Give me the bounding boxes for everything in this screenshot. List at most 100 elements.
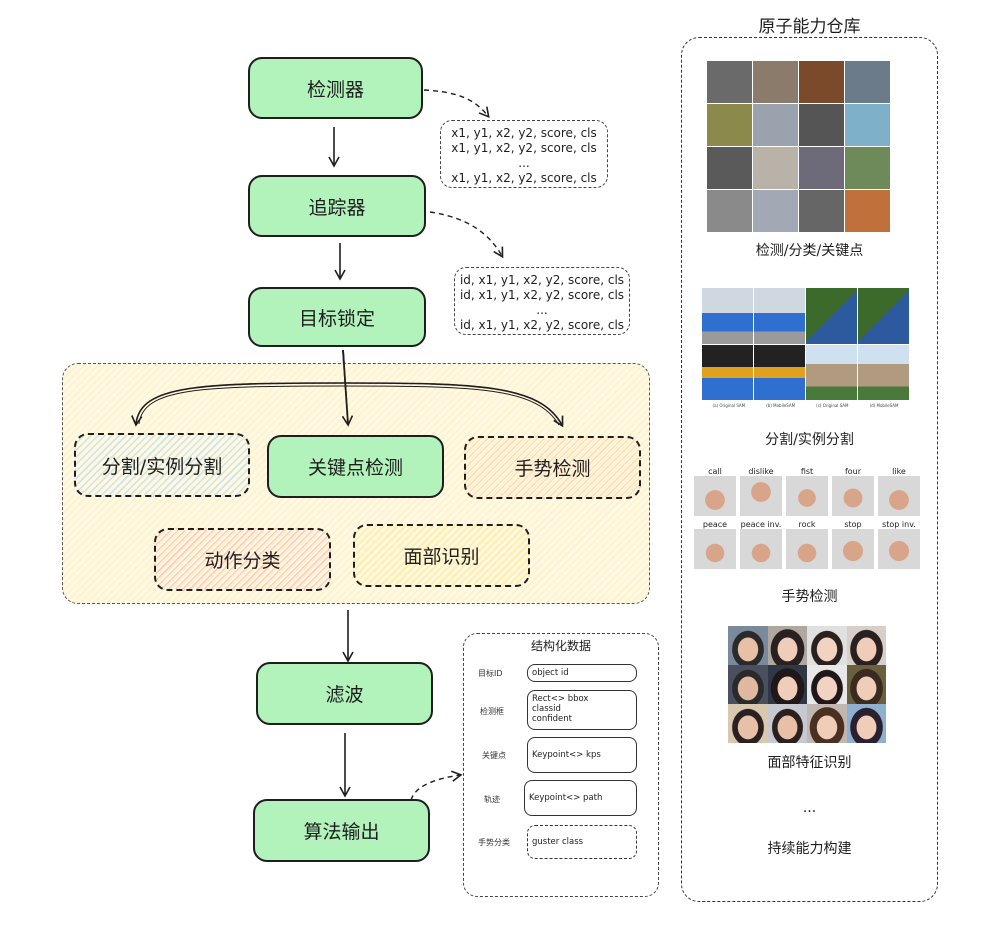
field-value: confident bbox=[532, 714, 572, 724]
segmentation-image bbox=[806, 288, 857, 344]
face-image bbox=[767, 665, 807, 704]
collage-image bbox=[799, 190, 844, 232]
field-gesture-class: guster class bbox=[527, 825, 637, 859]
gesture-image bbox=[740, 476, 782, 516]
face-image bbox=[807, 665, 847, 704]
collage-image bbox=[845, 147, 890, 189]
field-keypoints: Keypoint<> kps bbox=[527, 737, 637, 773]
gesture-module[interactable]: 手势检测 bbox=[464, 436, 641, 499]
gesture-grid: call dislike fist four like peace peace … bbox=[694, 467, 920, 569]
gesture-label: 手势检测 bbox=[514, 458, 591, 480]
segmentation-label: 分割/实例分割 bbox=[101, 455, 223, 478]
caption-gesture: 手势检测 bbox=[781, 589, 838, 605]
gesture-image bbox=[878, 476, 920, 516]
field-value: Rect<> bbox bbox=[532, 694, 589, 704]
face-label: 面部识别 bbox=[403, 546, 480, 568]
tracker-output-box: id, x1, y1, x2, y2, score, cls id, x1, y… bbox=[454, 267, 630, 335]
action-module[interactable]: 动作分类 bbox=[154, 528, 331, 591]
target-lock-node[interactable]: 目标锁定 bbox=[248, 287, 426, 347]
gesture-label: four bbox=[844, 467, 862, 476]
detector-output-line: x1, y1, x2, y2, score, cls bbox=[451, 141, 597, 155]
collage-image bbox=[845, 190, 890, 232]
output-label: 算法输出 bbox=[303, 821, 380, 843]
gesture-image bbox=[878, 529, 920, 569]
face-image bbox=[846, 665, 886, 704]
collage-image bbox=[753, 104, 798, 146]
collage-image bbox=[753, 147, 798, 189]
collage-image bbox=[753, 61, 798, 103]
gesture-label: dislike bbox=[748, 467, 774, 476]
segmentation-module[interactable]: 分割/实例分割 bbox=[74, 433, 250, 497]
segmentation-image bbox=[754, 288, 805, 344]
detection-collage bbox=[707, 61, 890, 232]
detector-node[interactable]: 检测器 bbox=[248, 57, 423, 119]
field-label-keypoints: 关键点 bbox=[482, 751, 506, 760]
gesture-label: peace inv. bbox=[740, 520, 782, 529]
tracker-node[interactable]: 追踪器 bbox=[248, 175, 426, 237]
collage-image bbox=[799, 61, 844, 103]
field-bbox: Rect<> bbox classid confident bbox=[527, 690, 637, 730]
filter-label: 滤波 bbox=[325, 684, 364, 706]
collage-image bbox=[707, 190, 752, 232]
segmentation-sublabel: (d) MobileSAM bbox=[869, 403, 899, 408]
dashed-arrow-detector-output bbox=[423, 89, 490, 119]
gesture-label: fist bbox=[800, 467, 814, 476]
collage-image bbox=[707, 61, 752, 103]
segmentation-sublabel: (b) MobileSAM bbox=[766, 403, 796, 408]
keypoint-label: 关键点检测 bbox=[307, 457, 403, 479]
field-value: classid bbox=[532, 704, 561, 714]
face-module[interactable]: 面部识别 bbox=[353, 524, 530, 587]
detector-label: 检测器 bbox=[306, 78, 364, 101]
face-image bbox=[728, 626, 768, 665]
gesture-image bbox=[786, 529, 828, 569]
field-label-gesture-class: 手势分类 bbox=[478, 838, 510, 847]
field-label-bbox: 检测框 bbox=[480, 707, 504, 716]
detector-output-line: x1, y1, x2, y2, score, cls bbox=[451, 126, 597, 140]
keypoint-module[interactable]: 关键点检测 bbox=[267, 435, 444, 498]
segmentation-image bbox=[806, 344, 857, 400]
gesture-image bbox=[786, 476, 828, 516]
filter-node[interactable]: 滤波 bbox=[256, 662, 433, 725]
collage-image bbox=[799, 104, 844, 146]
face-image bbox=[767, 704, 807, 743]
collage-image bbox=[753, 190, 798, 232]
gesture-label: call bbox=[708, 467, 722, 476]
gesture-image bbox=[694, 476, 736, 516]
face-image bbox=[728, 665, 768, 704]
detector-output-line: ... bbox=[518, 156, 530, 170]
detector-output-box: x1, y1, x2, y2, score, cls x1, y1, x2, y… bbox=[440, 120, 608, 188]
field-value: Keypoint<> kps bbox=[532, 750, 601, 760]
face-grid bbox=[728, 626, 886, 743]
face-image bbox=[846, 704, 886, 743]
output-node[interactable]: 算法输出 bbox=[253, 799, 430, 862]
gesture-image bbox=[740, 529, 782, 569]
caption-face: 面部特征识别 bbox=[767, 755, 852, 771]
field-target-id: object id bbox=[527, 664, 637, 682]
capability-repo-title: 原子能力仓库 bbox=[758, 17, 861, 37]
segmentation-image bbox=[858, 288, 909, 344]
gesture-label: rock bbox=[798, 520, 816, 529]
tracker-output-line: ... bbox=[536, 303, 548, 317]
face-image bbox=[767, 626, 807, 665]
caption-continuous: 持续能力构建 bbox=[767, 841, 852, 857]
segmentation-sublabel: (c) Original SAM bbox=[816, 403, 849, 408]
tracker-output-line: id, x1, y1, x2, y2, score, cls bbox=[459, 273, 625, 287]
ellipsis: ... bbox=[802, 800, 817, 816]
segmentation-image bbox=[702, 288, 753, 344]
segmentation-image bbox=[754, 344, 805, 400]
face-image bbox=[846, 626, 886, 665]
dashed-arrow-tracker-output bbox=[429, 211, 504, 259]
gesture-label: peace bbox=[702, 520, 728, 529]
segmentation-sublabels: (a) Original SAM (b) MobileSAM (c) Origi… bbox=[702, 403, 909, 408]
tracker-output-line: id, x1, y1, x2, y2, score, cls bbox=[459, 318, 625, 332]
structured-data-title: 结构化数据 bbox=[530, 639, 591, 653]
field-label-target-id: 目标ID bbox=[478, 669, 503, 678]
structured-data-panel: 结构化数据 目标ID object id 检测框 Rect<> bbox cla… bbox=[463, 633, 659, 897]
field-value: object id bbox=[532, 668, 569, 678]
target-lock-label: 目标锁定 bbox=[298, 307, 375, 330]
field-trajectory: Keypoint<> path bbox=[524, 780, 637, 816]
segmentation-sublabel: (a) Original SAM bbox=[712, 403, 746, 408]
tracker-output-line: id, x1, y1, x2, y2, score, cls bbox=[459, 288, 625, 302]
field-value: guster class bbox=[532, 837, 584, 847]
face-image bbox=[807, 704, 847, 743]
